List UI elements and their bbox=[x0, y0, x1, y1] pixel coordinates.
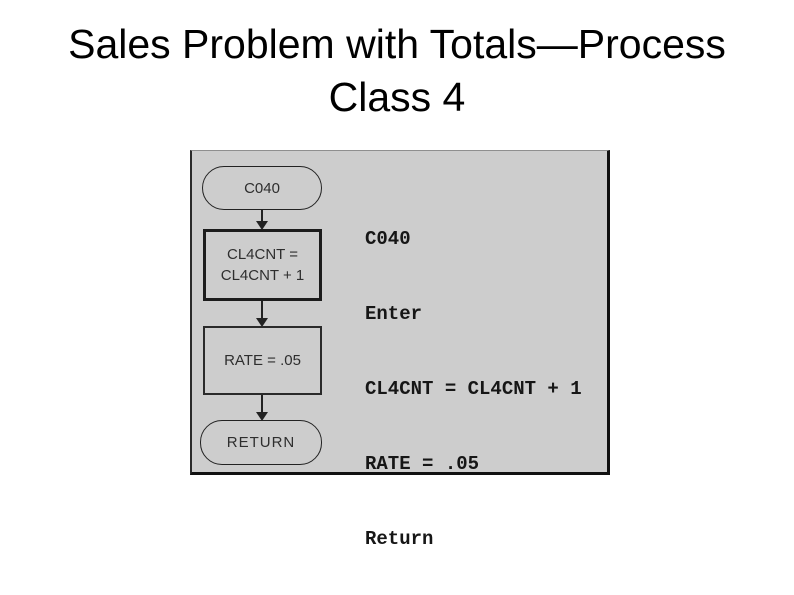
slide-title-line-2: Class 4 bbox=[328, 74, 466, 120]
flowchart-terminal-start-label: C040 bbox=[244, 179, 280, 197]
diagram-panel: C040 CL4CNT = CL4CNT + 1 RATE = .05 RETU… bbox=[190, 150, 610, 550]
flowchart-terminal-start: C040 bbox=[202, 166, 322, 210]
slide-title-line-1: Sales Problem with Totals—Process bbox=[68, 21, 726, 67]
code-listing: C040 Enter CL4CNT = CL4CNT + 1 RATE = .0… bbox=[365, 177, 582, 595]
flowchart-process-rate-label: RATE = .05 bbox=[224, 352, 301, 369]
code-line-1: C040 bbox=[365, 228, 411, 250]
flowchart-terminal-return-label: RETURN bbox=[226, 434, 296, 451]
flowchart-process-cl4cnt-line-1: CL4CNT = bbox=[226, 246, 298, 263]
flow-arrow-down-2 bbox=[256, 301, 268, 327]
code-line-4: RATE = .05 bbox=[365, 453, 480, 475]
flowchart-process-rate: RATE = .05 bbox=[203, 326, 322, 395]
flowchart-terminal-return: RETURN bbox=[200, 420, 322, 465]
flowchart: C040 CL4CNT = CL4CNT + 1 RATE = .05 RETU… bbox=[192, 151, 342, 471]
flowchart-process-cl4cnt-line-2: CL4CNT + 1 bbox=[220, 267, 305, 284]
flow-arrow-down-1 bbox=[256, 210, 268, 230]
flow-arrow-down-3 bbox=[256, 395, 268, 421]
code-line-2: Enter bbox=[365, 303, 423, 325]
code-line-3: CL4CNT = CL4CNT + 1 bbox=[365, 378, 582, 400]
code-line-5: Return bbox=[365, 528, 434, 550]
flowchart-process-cl4cnt: CL4CNT = CL4CNT + 1 bbox=[203, 229, 322, 301]
